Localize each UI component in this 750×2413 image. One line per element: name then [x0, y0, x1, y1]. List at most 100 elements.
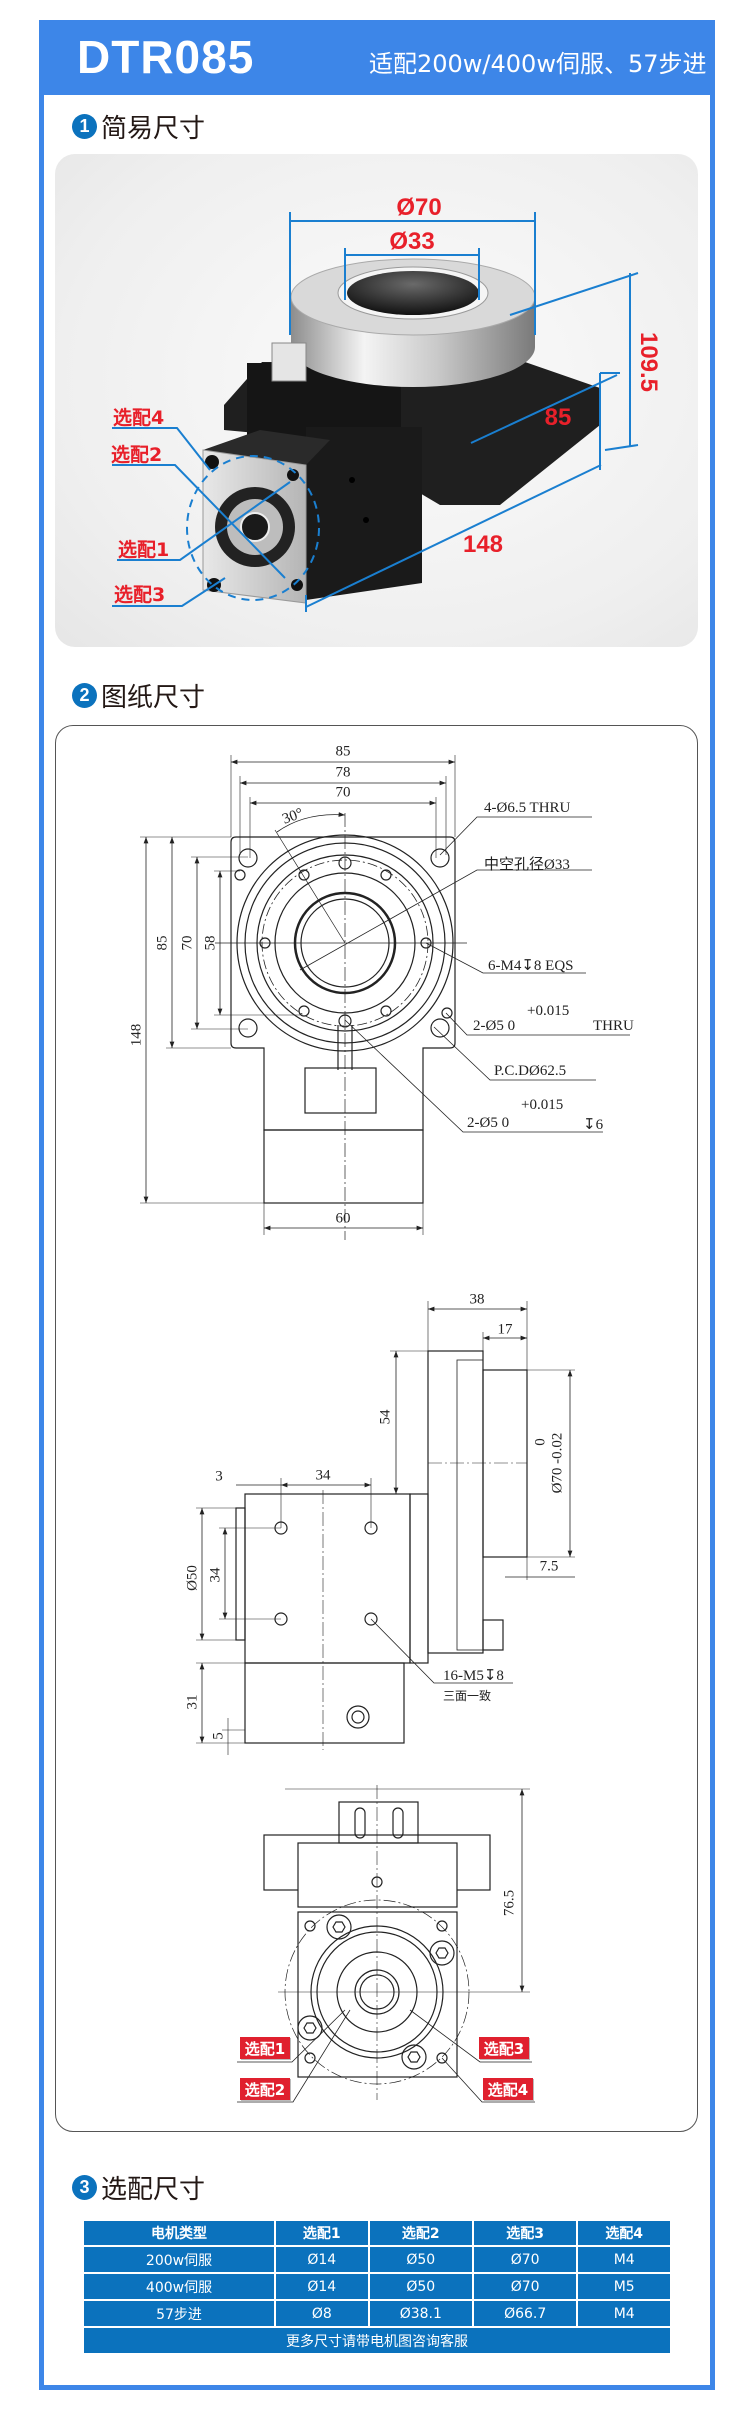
section-title: 图纸尺寸: [101, 682, 206, 713]
photo-option-2-label: 选配2: [111, 444, 163, 466]
dim-70-upper-tolerance: 0: [532, 1438, 549, 1446]
outer-diameter-label: Ø70: [396, 194, 442, 221]
photo-option-3-label: 选配3: [114, 584, 166, 606]
dim-76-5: 76.5: [501, 1889, 518, 1917]
dim-70-width: 70: [335, 784, 351, 801]
cell: 57步进: [84, 2301, 274, 2326]
section-number-badge: 2: [72, 682, 97, 708]
flange-hole-icon: [287, 469, 299, 481]
sensor-bracket: [271, 342, 307, 382]
callout-pin1: 2-Ø5 0: [473, 1018, 516, 1034]
dim-85-height: 85: [154, 935, 171, 951]
screw-hole-icon: [349, 477, 355, 483]
dim-5: 5: [210, 1732, 227, 1740]
section-number-badge: 1: [72, 113, 97, 139]
col-option-4: 选配4: [578, 2221, 670, 2245]
cell: Ø8: [276, 2301, 368, 2326]
option-dashed-circle: [186, 455, 320, 601]
table-footer-row: 更多尺寸请带电机图咨询客服: [84, 2328, 670, 2353]
table-row: 200w伺服 Ø14 Ø50 Ø70 M4: [84, 2247, 670, 2272]
bottom-view-drawing: [237, 1785, 535, 2103]
length-label: 148: [462, 531, 504, 558]
cell: Ø70: [473, 2274, 577, 2299]
side-view-drawing: [196, 1301, 575, 1755]
col-option-2: 选配2: [369, 2221, 472, 2245]
shaft-bore: [240, 512, 270, 542]
callout-pin2-depth: ↧6: [583, 1117, 604, 1133]
flange-hole-icon: [291, 579, 303, 591]
callout-thru-holes: 4-Ø6.5 THRU: [484, 800, 571, 816]
screw-hole-icon: [363, 517, 369, 523]
col-motor-type: 电机类型: [84, 2221, 274, 2245]
callout-pcd: P.C.DØ62.5: [494, 1063, 567, 1079]
product-render: [186, 258, 600, 604]
dim-70-height: 70: [179, 935, 196, 951]
photo-option-4-label: 选配4: [113, 407, 165, 429]
callout-tapped-holes: 6-M4↧8 EQS: [488, 958, 574, 974]
photo-dimension-lines: [112, 212, 639, 612]
dim-148-height: 148: [128, 1023, 145, 1047]
dim-70-diameter: Ø70 -0.02: [549, 1432, 566, 1494]
cell: M4: [578, 2301, 670, 2326]
page-frame: [39, 20, 715, 2390]
callout-pin1-thru: THRU: [593, 1018, 634, 1034]
table-row: 57步进 Ø8 Ø38.1 Ø66.7 M4: [84, 2301, 670, 2326]
callout-pin1-tolerance: +0.015: [527, 1003, 570, 1019]
dim-17: 17: [497, 1321, 513, 1338]
dim-34-width: 34: [315, 1467, 331, 1484]
callout-hollow-bore: 中空孔径Ø33: [484, 857, 570, 873]
section-title: 简易尺寸: [101, 113, 206, 144]
cell: Ø50: [369, 2247, 472, 2272]
drawing-option-2-tag: 选配2: [240, 2078, 290, 2100]
section-simple-dimensions: 1 简易尺寸: [72, 110, 206, 144]
section-drawing-dimensions: 2 图纸尺寸: [72, 679, 206, 713]
motor-adapter-block: [306, 427, 422, 600]
section-option-dimensions: 3 选配尺寸: [72, 2171, 206, 2205]
model-title: DTR085: [77, 31, 255, 83]
dim-38: 38: [469, 1291, 485, 1308]
dim-31: 31: [184, 1694, 201, 1710]
drawing-option-4-tag: 选配4: [483, 2078, 533, 2100]
height-label: 109.5: [635, 331, 662, 393]
drawing-option-3-tag: 选配3: [479, 2037, 529, 2059]
callout-side-tapped: 16-M5↧8: [443, 1668, 504, 1684]
col-option-3: 选配3: [473, 2221, 577, 2245]
callout-three-faces: 三面一致: [443, 1689, 492, 1703]
section-title: 选配尺寸: [101, 2174, 206, 2205]
dim-7-5: 7.5: [539, 1558, 559, 1575]
cell: Ø14: [276, 2274, 368, 2299]
photo-option-1-label: 选配1: [118, 539, 170, 561]
dim-3: 3: [215, 1468, 223, 1485]
callout-pin2-tolerance: +0.015: [521, 1097, 564, 1113]
callout-pin2: 2-Ø5 0: [467, 1115, 510, 1131]
hollow-diameter-label: Ø33: [389, 228, 435, 255]
drawing-option-1-tag: 选配1: [240, 2037, 290, 2059]
cell: Ø50: [369, 2274, 472, 2299]
col-option-1: 选配1: [276, 2221, 368, 2245]
dim-78-width: 78: [335, 764, 351, 781]
cell: Ø70: [473, 2247, 577, 2272]
dim-50-diameter: Ø50: [184, 1565, 201, 1591]
dim-58-height: 58: [202, 935, 219, 951]
dim-60-width: 60: [335, 1210, 351, 1227]
cell: Ø38.1: [369, 2301, 472, 2326]
dim-85-width: 85: [335, 743, 351, 760]
cell: M4: [578, 2247, 670, 2272]
front-view-drawing: [140, 755, 630, 1240]
hollow-bore: [347, 271, 479, 315]
dim-54: 54: [377, 1409, 394, 1425]
table-row: 400w伺服 Ø14 Ø50 Ø70 M5: [84, 2274, 670, 2299]
cell: 200w伺服: [84, 2247, 274, 2272]
flange-hole-icon: [205, 455, 219, 469]
table-footer-note: 更多尺寸请带电机图咨询客服: [84, 2328, 670, 2353]
cell: Ø66.7: [473, 2301, 577, 2326]
width-label: 85: [544, 404, 572, 431]
option-dimensions-table: 电机类型 选配1 选配2 选配3 选配4 200w伺服 Ø14 Ø50 Ø70 …: [82, 2219, 672, 2355]
cell: 400w伺服: [84, 2274, 274, 2299]
dim-34-height: 34: [207, 1567, 224, 1583]
adapter-top: [203, 430, 330, 465]
cell: Ø14: [276, 2247, 368, 2272]
section-number-badge: 3: [72, 2174, 97, 2200]
header-bar: DTR085 适配200w/400w伺服、57步进: [39, 20, 715, 95]
